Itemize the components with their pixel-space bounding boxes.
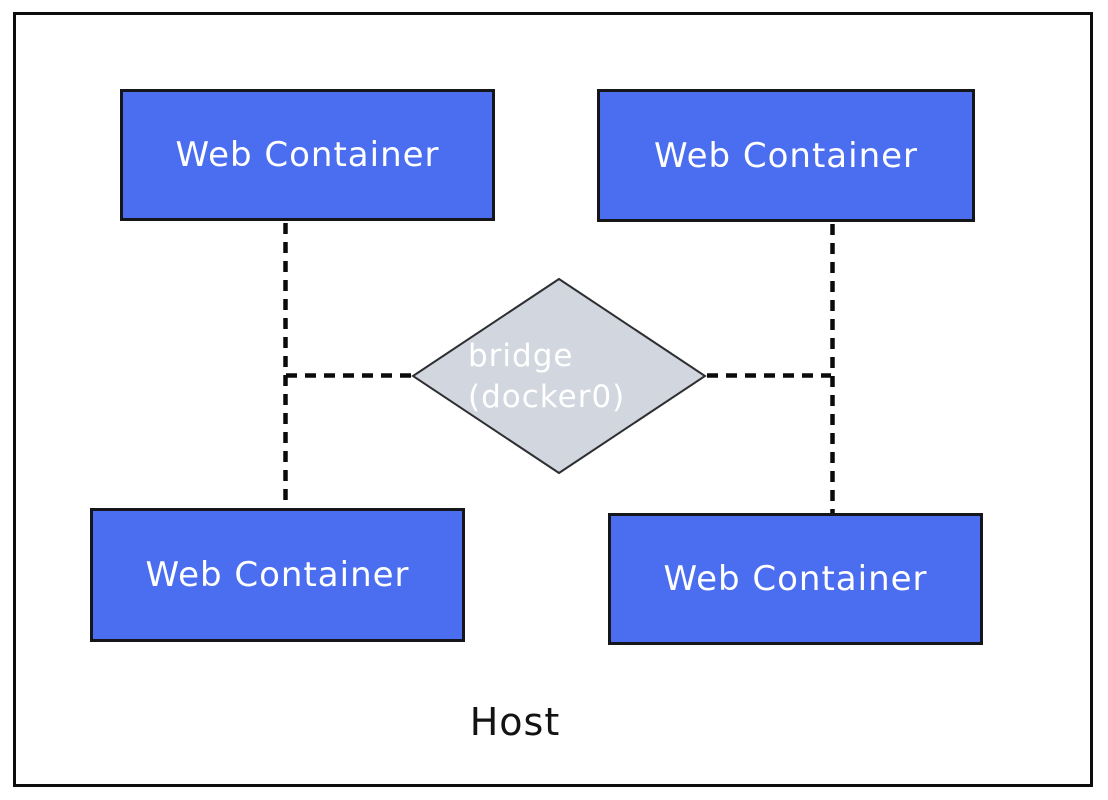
- node-label: Web Container: [175, 135, 440, 175]
- node-web-container-bottom-right: Web Container: [608, 513, 983, 645]
- bridge-label-line1: bridge: [468, 338, 573, 374]
- node-label: Web Container: [653, 135, 919, 176]
- node-web-container-top-left: Web Container: [120, 89, 495, 221]
- host-label: Host: [469, 700, 561, 744]
- node-web-container-top-right: Web Container: [597, 89, 975, 222]
- node-label: Web Container: [145, 555, 410, 595]
- bridge-diamond-shape: [411, 277, 707, 475]
- node-web-container-bottom-left: Web Container: [90, 508, 465, 642]
- node-label: Web Container: [663, 559, 928, 599]
- host-boundary: [13, 12, 1093, 787]
- bridge-label-line2: (docker0): [468, 379, 625, 415]
